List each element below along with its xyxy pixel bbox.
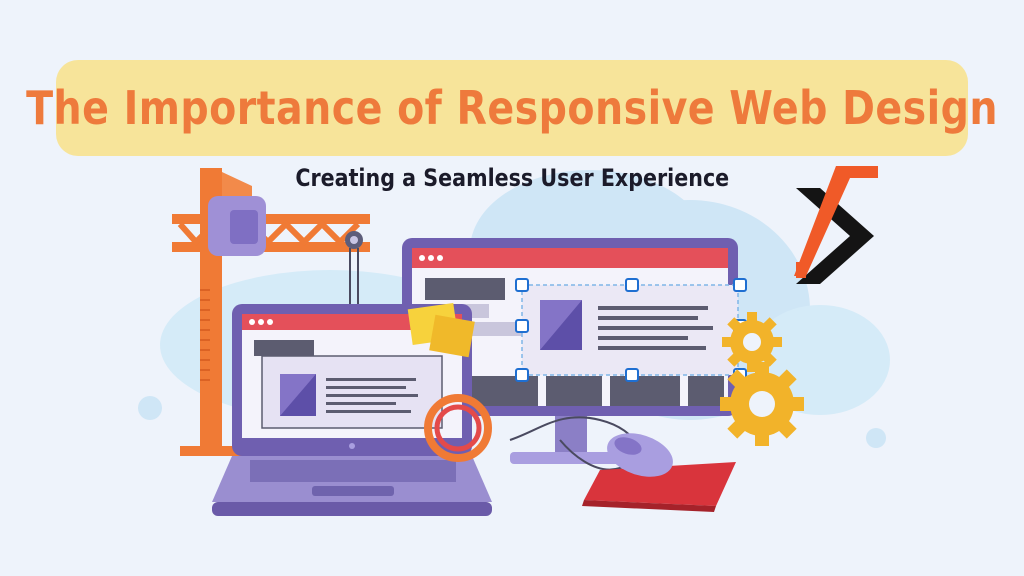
page-title: The Importance of Responsive Web Design <box>26 81 998 135</box>
brand-logo-mark <box>794 166 878 284</box>
construction-crane-icon <box>172 168 431 456</box>
title-banner: The Importance of Responsive Web Design <box>26 60 997 156</box>
page-subtitle-text: Creating a Seamless User Experience <box>295 164 729 192</box>
selected-layout-card <box>515 278 747 382</box>
computer-mouse-icon <box>582 433 736 512</box>
sticky-note-icon <box>407 302 475 358</box>
page-subtitle: Creating a Seamless User Experience <box>0 164 1024 192</box>
